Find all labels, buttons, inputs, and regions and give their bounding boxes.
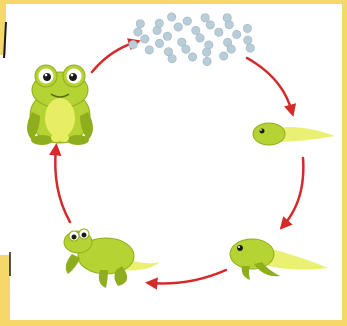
egg [220,52,228,60]
egg [233,30,241,38]
egg [192,26,200,34]
egg [141,35,149,43]
egg [129,40,137,48]
border-top [0,0,347,4]
egg [145,46,153,54]
egg [163,32,171,40]
border-left-lower [0,255,10,320]
arrow-legged-tadpole-to-froglet [150,270,226,283]
egg [167,13,175,21]
egg [155,39,163,47]
egg [227,45,235,53]
egg [134,28,142,36]
arrow-froglet-to-frog [55,148,70,222]
egg [168,55,176,63]
border-bottom [0,320,347,326]
egg [223,14,231,22]
egg [155,19,163,27]
egg [243,24,251,32]
egg [244,36,252,44]
arrow-tadpole-to-legged-tadpole [283,158,303,226]
froglet-icon [64,229,160,288]
egg [188,53,196,61]
tadpole-icon [253,123,335,145]
egg [201,14,209,22]
egg [136,20,144,28]
egg [196,34,204,42]
adult-frog-icon [27,65,93,145]
egg [183,17,191,25]
egg [202,48,210,56]
egg [206,21,214,29]
tadpole-with-legs-icon [230,239,328,280]
egg [246,44,254,52]
egg [203,57,211,65]
egg [215,28,223,36]
egg [182,45,190,53]
frog-eggs-icon [129,13,254,66]
border-right [342,0,347,326]
egg [174,23,182,31]
arrow-eggs-to-tadpole [247,58,292,112]
